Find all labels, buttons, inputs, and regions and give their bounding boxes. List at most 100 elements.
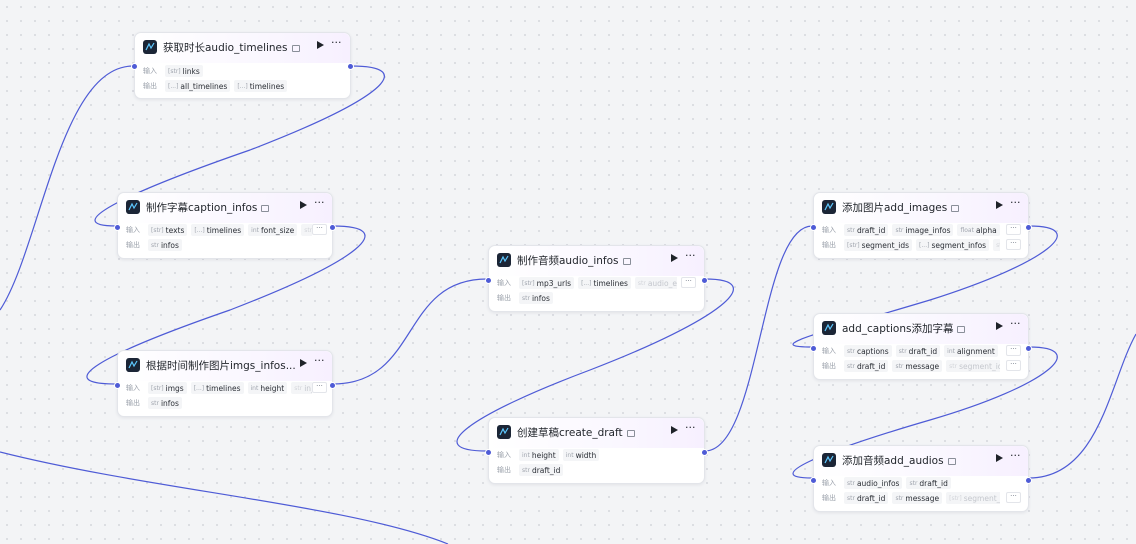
output-param: [...]segment_infos: [916, 239, 990, 251]
output-port[interactable]: [1025, 345, 1032, 352]
node-title: 添加音频add_audios: [842, 453, 956, 468]
run-button[interactable]: [671, 254, 678, 262]
output-param: [...]timelines: [234, 80, 288, 92]
plugin-icon: [822, 321, 836, 335]
plugin-icon: [143, 40, 157, 54]
plugin-badge-icon: [626, 429, 635, 437]
edge-offscreen-bottom: [0, 451, 449, 544]
plugin-icon: [497, 425, 511, 439]
expand-params-button[interactable]: ···: [1006, 239, 1021, 250]
plugin-badge-icon: [951, 204, 960, 212]
more-button[interactable]: ···: [314, 354, 325, 367]
input-param: [...]timelines: [578, 277, 631, 289]
run-button[interactable]: [671, 426, 678, 434]
plugin-icon: [126, 200, 140, 214]
more-button[interactable]: ···: [331, 36, 342, 49]
output-port[interactable]: [1025, 224, 1032, 231]
input-port[interactable]: [810, 224, 817, 231]
plugin-badge-icon: [291, 44, 300, 52]
input-port[interactable]: [810, 345, 817, 352]
node-title: 制作音频audio_infos: [517, 253, 631, 268]
output-port[interactable]: [329, 382, 336, 389]
more-button[interactable]: ···: [685, 421, 696, 434]
expand-params-button[interactable]: ···: [1006, 224, 1021, 235]
input-param: [...]timelines: [190, 382, 244, 394]
output-port[interactable]: [701, 449, 708, 456]
run-button[interactable]: [996, 322, 1003, 330]
more-button[interactable]: ···: [1010, 449, 1021, 462]
expand-params-button[interactable]: ···: [1006, 345, 1021, 356]
node-title: 根据时间制作图片imgs_infos...: [146, 358, 296, 373]
expand-params-button[interactable]: ···: [1006, 360, 1021, 371]
input-port[interactable]: [131, 63, 138, 70]
more-button[interactable]: ···: [1010, 317, 1021, 330]
input-port[interactable]: [114, 224, 121, 231]
node-header: 获取时长audio_timelines ···: [135, 33, 350, 63]
node-title: 制作字幕caption_infos: [146, 200, 270, 215]
output-row: 输出 [str]segment_ids [...]segment_infos s…: [822, 239, 1000, 251]
expand-params-button[interactable]: ···: [1006, 492, 1021, 503]
more-button[interactable]: ···: [1010, 196, 1021, 209]
output-param: [str]segment_ids: [844, 239, 913, 251]
output-port[interactable]: [329, 224, 336, 231]
node-get-duration[interactable]: 获取时长audio_timelines ··· 输入 [str]links 输出…: [131, 32, 354, 99]
input-param: [str]imgs: [148, 382, 187, 394]
input-port[interactable]: [810, 477, 817, 484]
expand-params-button[interactable]: ···: [681, 277, 696, 288]
run-button[interactable]: [300, 359, 307, 367]
node-title: 获取时长audio_timelines: [163, 40, 300, 55]
edge-add-audios-to-offscreen: [1028, 333, 1136, 479]
run-button[interactable]: [317, 41, 324, 49]
run-button[interactable]: [996, 454, 1003, 462]
plugin-badge-icon: [261, 204, 270, 212]
expand-params-button[interactable]: ···: [312, 224, 327, 235]
run-button[interactable]: [996, 201, 1003, 209]
node-title: 添加图片add_images: [842, 200, 960, 215]
output-port[interactable]: [347, 63, 354, 70]
node-imgs-infos[interactable]: 根据时间制作图片imgs_infos... ··· 输入 [str]imgs […: [114, 350, 336, 417]
expand-params-button[interactable]: ···: [312, 382, 327, 393]
node-header: 制作字幕caption_infos ···: [118, 193, 332, 223]
node-header: 创建草稿create_draft ···: [489, 418, 704, 448]
node-caption-infos[interactable]: 制作字幕caption_infos ··· 输入 [str]texts [...…: [114, 192, 336, 259]
output-port[interactable]: [1025, 477, 1032, 484]
run-button[interactable]: [300, 201, 307, 209]
more-button[interactable]: ···: [685, 249, 696, 262]
plugin-icon: [822, 453, 836, 467]
more-button[interactable]: ···: [314, 196, 325, 209]
output-param: [str]segment_ids: [946, 492, 1000, 504]
node-header: 根据时间制作图片imgs_infos... ···: [118, 351, 332, 381]
input-param: [str]mp3_urls: [519, 277, 575, 289]
output-port[interactable]: [701, 277, 708, 284]
plugin-icon: [126, 358, 140, 372]
node-title: 创建草稿create_draft: [517, 425, 635, 440]
input-port[interactable]: [114, 382, 121, 389]
plugin-badge-icon: [957, 325, 966, 333]
node-header: 制作音频audio_infos ···: [489, 246, 704, 276]
input-row: 输入 [str]links: [143, 65, 207, 77]
node-audio-infos[interactable]: 制作音频audio_infos ··· 输入 [str]mp3_urls [..…: [485, 245, 708, 312]
input-port[interactable]: [485, 277, 492, 284]
input-port[interactable]: [485, 449, 492, 456]
